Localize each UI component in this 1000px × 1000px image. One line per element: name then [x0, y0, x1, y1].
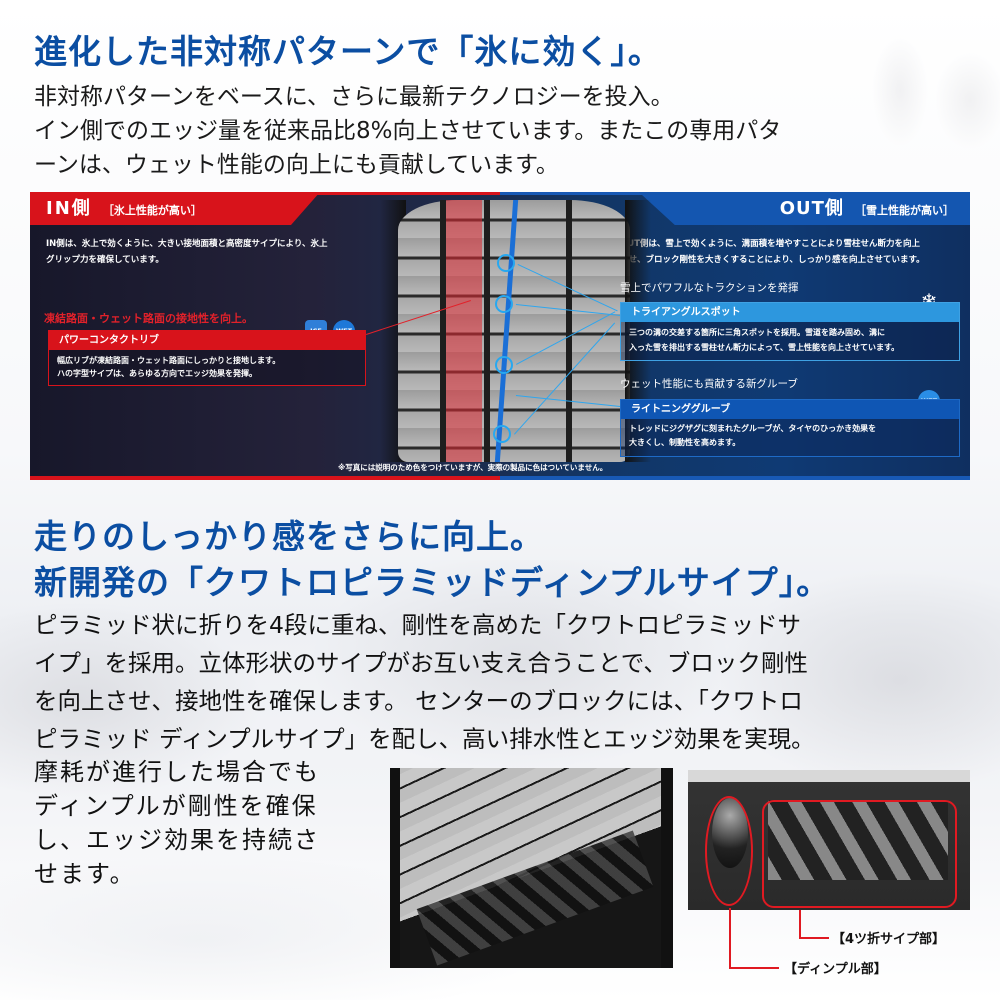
in-side-description: IN側は、氷上で効くように、大きい接地面積と高密度サイプにより、氷上 グリップ力… — [46, 236, 386, 268]
lightning-groove-highlight — [494, 200, 519, 462]
tire-tread-image — [398, 200, 630, 462]
triangle-spot-marker — [497, 254, 515, 272]
in-side-subtitle: ［氷上性能が高い］ — [102, 204, 202, 217]
in-side-title: IN側 — [46, 198, 92, 219]
in-side-catchphrase: 凍結路面・ウェット路面の接地性を向上。 — [44, 312, 253, 325]
dimple-wear-text: 摩耗が進行した場合でも ディンプルが剛性を確保 し、エッジ効果を持続さ せます。 — [34, 755, 364, 891]
sipe-label: 【4ツ折サイプ部】 — [832, 932, 946, 947]
intro-line: 非対称パターンをベースに、さらに最新テクノロジーを投入。 — [34, 84, 674, 110]
desc-line: OUT側は、雪上で効くように、溝面積を増やすことにより雪柱せん断力を向上 — [620, 239, 921, 249]
feature-line: 入った雪を排出する雪柱せん断力によって、雪上性能を向上させています。 — [629, 343, 900, 352]
callout-line — [799, 937, 829, 939]
heading-line: 走りのしっかり感をさらに向上。 — [34, 517, 544, 556]
body-line: イプ」を採用。立体形状のサイプがお互い支え合うことで、ブロック剛性 — [34, 649, 808, 677]
feature-text: トレッドにジグザグに刻まれたグルーブが、タイヤのひっかき効果を 大きくし、制動性… — [621, 419, 959, 453]
tire-groove — [440, 200, 446, 462]
section2-heading: 走りのしっかり感をさらに向上。 新開発の「クワトロピラミッドディンプルサイプ」。 — [34, 514, 830, 606]
side-line: し、エッジ効果を持続さ — [34, 826, 320, 854]
desc-line: グリップ力を確保しています。 — [46, 255, 164, 265]
out-side-description: OUT側は、雪上で効くように、溝面積を増やすことにより雪柱せん断力を向上 させ、… — [620, 236, 960, 268]
feature-text: 三つの溝の交差する箇所に三角スポットを採用。雪道を踏み固め、溝に 入った雪を排出… — [621, 322, 959, 358]
feature-line: 三つの溝の交差する箇所に三角スポットを採用。雪道を踏み固め、溝に — [629, 328, 885, 337]
body-line: ピラミッド ディンプルサイプ」を配し、高い排水性とエッジ効果を実現。 — [34, 725, 815, 753]
feature-title: トライアングルスポット — [621, 303, 959, 322]
feature-title: ライトニンググルーブ — [621, 400, 959, 419]
triangle-spot-marker — [493, 425, 511, 443]
callout-line — [799, 910, 801, 938]
intro-line: イン側でのエッジ量を従来品比8%向上させています。またこの専用パタ — [34, 118, 782, 144]
triangle-spot-marker — [495, 356, 513, 374]
callout-line — [729, 908, 731, 968]
desc-line: させ、ブロック剛性を大きくすることにより、しっかり感を向上させています。 — [620, 255, 925, 265]
desc-line: IN側は、氷上で効くように、大きい接地面積と高密度サイプにより、氷上 — [46, 239, 328, 249]
power-contact-rib-highlight — [446, 200, 482, 462]
feature-line: トレッドにジグザグに刻まれたグルーブが、タイヤのひっかき効果を — [629, 424, 877, 433]
snow-traction-catchphrase: 雪上でパワフルなトラクションを発揮 — [620, 282, 799, 294]
sipe-teeth — [416, 830, 654, 966]
banner-border-blue — [500, 476, 970, 480]
heading-line: 新開発の「クワトロピラミッドディンプルサイプ」。 — [34, 563, 831, 602]
feature-line: ハの字型サイプは、あらゆる方向でエッジ効果を発揮。 — [57, 369, 257, 378]
side-line: ディンプルが剛性を確保 — [34, 792, 318, 820]
feature-line: 大きくし、制動性を高めます。 — [629, 438, 741, 447]
photo-color-note: ※写真には説明のため色をつけていますが、実際の製品に色はついていません。 — [338, 463, 608, 472]
section1-heading: 進化した非対称パターンで「氷に効く」。 — [34, 32, 662, 71]
out-side-title: OUT側 — [779, 198, 844, 219]
body-line: ピラミッド状に折りを4段に重ね、剛性を高めた「クワトロピラミッドサ — [34, 611, 801, 639]
dimple-highlight-ring — [705, 796, 753, 906]
intro-line: ーンは、ウェット性能の向上にも貢献しています。 — [34, 152, 559, 178]
in-side-header: IN側 ［氷上性能が高い］ — [30, 192, 320, 225]
tire-pattern-banner: IN側 ［氷上性能が高い］ OUT側 ［雪上性能が高い］ IN側は、氷上で効くよ… — [30, 192, 970, 480]
triangle-spot-marker — [495, 295, 513, 313]
sipe-teeth — [768, 800, 948, 880]
sipe-highlight-box — [762, 800, 957, 908]
lightning-groove-box: ライトニンググルーブ トレッドにジグザグに刻まれたグルーブが、タイヤのひっかき効… — [620, 399, 960, 457]
tire-groove — [566, 200, 572, 462]
triangle-spot-box: トライアングルスポット 三つの溝の交差する箇所に三角スポットを採用。雪道を踏み固… — [620, 302, 960, 361]
body-line: を向上させ、接地性を確保します。 センターのブロックには、「クワトロ — [34, 687, 803, 715]
tire-groove — [484, 200, 490, 462]
power-contact-rib-box: パワーコンタクトリブ 幅広リブが凍結路面・ウェット路面にしっかりと接地します。 … — [48, 330, 366, 386]
feature-text: 幅広リブが凍結路面・ウェット路面にしっかりと接地します。 ハの字型サイプは、あら… — [49, 350, 365, 384]
out-side-subtitle: ［雪上性能が高い］ — [855, 204, 954, 217]
dimple-label: 【ディンプル部】 — [784, 962, 887, 977]
tread-cutaway-photo — [390, 768, 673, 968]
section1-intro: 非対称パターンをベースに、さらに最新テクノロジーを投入。 イン側でのエッジ量を従… — [34, 80, 974, 182]
feature-title: パワーコンタクトリブ — [49, 331, 365, 350]
banner-border-red — [30, 476, 500, 480]
feature-line: 幅広リブが凍結路面・ウェット路面にしっかりと接地します。 — [57, 356, 281, 365]
side-line: せます。 — [34, 860, 136, 888]
callout-line — [729, 967, 779, 969]
wet-groove-catchphrase: ウェット性能にも貢献する新グルーブ — [620, 378, 798, 390]
out-side-header: OUT側 ［雪上性能が高い］ — [638, 192, 970, 225]
section2-body: ピラミッド状に折りを4段に重ね、剛性を高めた「クワトロピラミッドサ イプ」を採用… — [34, 606, 984, 758]
side-line: 摩耗が進行した場合でも — [34, 758, 320, 786]
